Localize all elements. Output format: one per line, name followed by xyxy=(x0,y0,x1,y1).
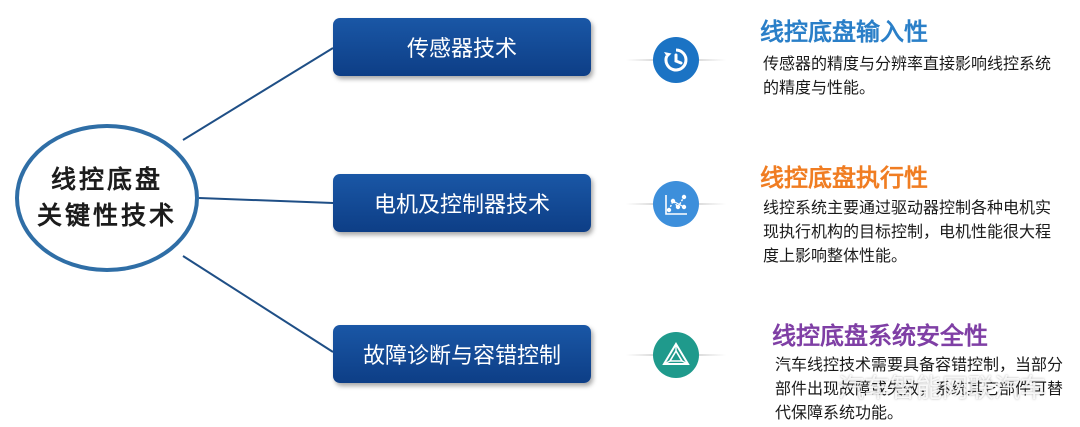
detail-text-input: 传感器的精度与分辨率直接影响线控系统的精度与性能。 xyxy=(763,54,1052,97)
icon-row-1 xyxy=(626,35,726,85)
detail-text-safety: 汽车线控技术需要具备容错控制，当部分部件出现故障或失效，系统其它部件可替代保障系… xyxy=(775,355,1064,422)
connector-line-2 xyxy=(198,197,334,204)
hub-circle: 线控底盘 关键性技术 xyxy=(15,124,199,272)
tech-box-motor-controller: 电机及控制器技术 xyxy=(333,174,591,232)
connector-line-3 xyxy=(182,255,334,353)
detail-title-execution: 线控底盘执行性 xyxy=(760,164,928,192)
watermark: 汽车智能网联汽车 xyxy=(838,374,1047,404)
network-chart-icon xyxy=(653,181,699,227)
clock-history-icon xyxy=(653,37,699,83)
connector-line-1 xyxy=(182,47,334,141)
tech-box-fault-tolerance: 故障诊断与容错控制 xyxy=(333,325,591,383)
tech-box-sensor: 传感器技术 xyxy=(333,18,591,76)
tech-box-label: 故障诊断与容错控制 xyxy=(362,344,561,369)
hub-title-line-1: 线控底盘 xyxy=(50,165,163,194)
tech-box-label: 电机及控制器技术 xyxy=(373,193,550,218)
icon-row-2 xyxy=(626,179,726,229)
triangle-network-icon xyxy=(653,332,699,378)
hub-title-line-2: 关键性技术 xyxy=(36,201,177,230)
icon-row-3 xyxy=(626,330,726,380)
detail-text-execution: 线控系统主要通过驱动器控制各种电机实现执行机构的目标控制，电机性能很大程度上影响… xyxy=(763,198,1052,265)
detail-title-safety: 线控底盘系统安全性 xyxy=(772,322,988,350)
detail-title-input: 线控底盘输入性 xyxy=(760,18,928,46)
tech-box-label: 传感器技术 xyxy=(406,37,517,62)
